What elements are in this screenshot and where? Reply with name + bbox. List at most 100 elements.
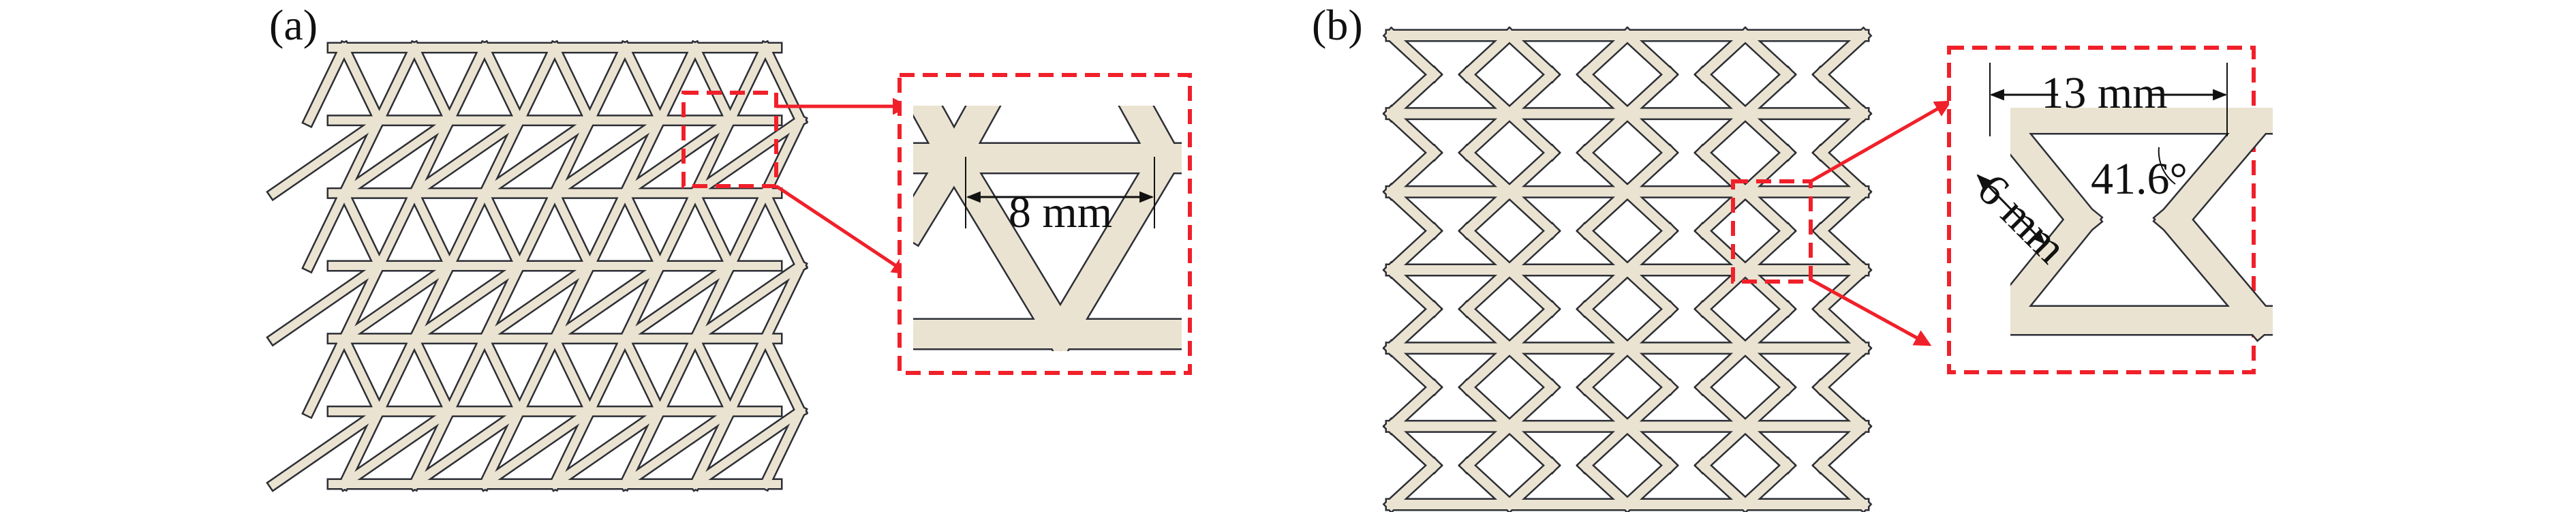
strut — [408, 260, 525, 345]
strut — [1385, 185, 1441, 238]
angle-arc — [2158, 147, 2176, 185]
strut — [1813, 67, 1870, 121]
strut — [1696, 146, 1752, 199]
strut — [1813, 380, 1870, 434]
strut — [1738, 458, 1795, 511]
strut — [1738, 380, 1795, 434]
strut — [338, 405, 455, 490]
strut — [689, 406, 736, 490]
strut — [619, 115, 736, 199]
strut — [1385, 380, 1441, 434]
inset-strut — [2154, 200, 2273, 340]
strut — [514, 333, 561, 417]
strut — [1578, 302, 1634, 355]
strut — [338, 115, 455, 199]
strut — [1738, 67, 1795, 121]
strut — [619, 406, 666, 490]
strut — [408, 115, 525, 199]
zoom-arrow-b-bottom — [1809, 277, 1932, 346]
strut — [1696, 380, 1752, 434]
strut — [408, 42, 455, 126]
inset-strut — [934, 138, 1080, 351]
detail-inset-a: 8 mm — [898, 73, 1192, 375]
strut — [373, 333, 420, 417]
reentrant-lattice — [1382, 26, 1873, 512]
strut — [1460, 67, 1516, 121]
strut — [619, 260, 736, 345]
strut — [1460, 302, 1516, 355]
strut — [1621, 341, 1677, 394]
strut — [549, 333, 596, 417]
strut — [619, 333, 666, 417]
strut — [338, 42, 385, 126]
strut — [1578, 380, 1634, 434]
strut — [1503, 67, 1559, 121]
strut — [514, 187, 561, 272]
strut — [303, 187, 350, 272]
dimension-label-8mm: 8 mm — [1009, 187, 1112, 237]
strut — [1738, 419, 1795, 472]
inset-reentrant-detail — [2010, 108, 2273, 342]
strut — [444, 42, 491, 126]
strut — [619, 405, 736, 490]
strut — [619, 260, 666, 344]
strut — [478, 42, 525, 126]
strut — [478, 333, 525, 417]
strut — [724, 187, 771, 272]
strut — [373, 187, 420, 272]
strut — [1813, 458, 1870, 511]
strut — [408, 405, 525, 490]
strut — [338, 115, 385, 199]
strut — [759, 115, 806, 199]
strut — [1621, 419, 1677, 472]
strut — [1738, 29, 1795, 82]
strut — [1460, 185, 1516, 238]
strut — [514, 42, 561, 126]
strut — [1621, 458, 1677, 511]
strut — [1460, 263, 1516, 316]
strut — [1578, 29, 1634, 82]
strut — [478, 187, 525, 272]
strut — [373, 42, 420, 126]
strut — [338, 187, 385, 272]
strut — [689, 187, 736, 272]
strut — [759, 333, 806, 417]
strut — [1696, 224, 1752, 277]
strut — [1460, 224, 1516, 277]
strut — [408, 333, 455, 417]
strut — [1503, 29, 1559, 82]
strut — [1738, 106, 1795, 160]
strut — [1696, 458, 1752, 511]
strut — [1460, 146, 1516, 199]
strut — [478, 260, 596, 345]
strut — [549, 115, 666, 199]
strut — [478, 405, 596, 490]
strut — [1621, 224, 1677, 277]
dim6-line — [1976, 174, 2046, 245]
strut — [1813, 224, 1870, 277]
strut — [689, 260, 806, 345]
strut — [338, 406, 385, 490]
strut — [1696, 341, 1752, 394]
strut — [1503, 185, 1559, 238]
strut — [303, 42, 350, 126]
strut — [408, 260, 455, 344]
strut — [1385, 302, 1441, 355]
inset-strut — [2010, 200, 2102, 330]
detail-inset-b: 13 mm 6 mm 41.6° — [1947, 46, 2273, 374]
strut — [549, 406, 596, 490]
strut — [478, 115, 525, 199]
strut — [1738, 341, 1795, 394]
strut — [619, 42, 666, 126]
strut — [1696, 263, 1752, 316]
strut — [1738, 146, 1795, 199]
strut — [584, 187, 631, 272]
strut — [689, 115, 736, 199]
strut — [1578, 419, 1634, 472]
strut — [1385, 67, 1441, 121]
strut — [1621, 302, 1677, 355]
dimension-label-13mm: 13 mm — [2041, 68, 2167, 118]
strut — [1813, 146, 1870, 199]
strut — [1503, 419, 1559, 472]
strut — [1813, 419, 1870, 472]
